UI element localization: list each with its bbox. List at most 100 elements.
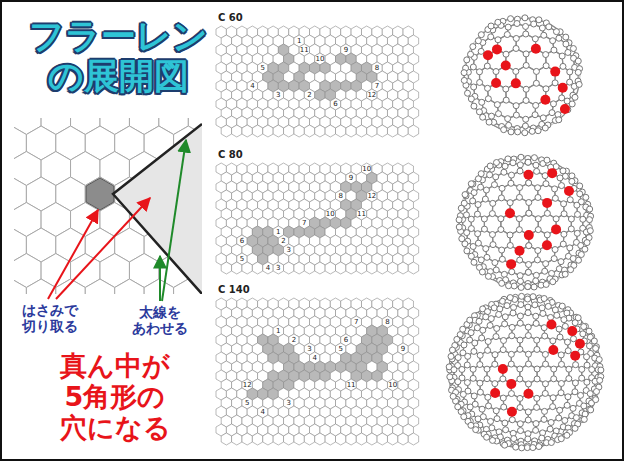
figure-line <box>113 124 202 294</box>
atom-dot <box>461 70 467 76</box>
atom-dot <box>513 45 519 51</box>
atom-dot <box>576 257 582 263</box>
atom-dot <box>489 232 495 238</box>
atom-dot <box>514 21 520 27</box>
figure-group <box>461 15 582 136</box>
figure-line <box>232 433 242 445</box>
atom-dot <box>561 231 567 237</box>
figure-line <box>273 125 283 137</box>
atom-dot <box>593 397 599 403</box>
cell-number: 10 <box>362 166 371 173</box>
atom-dot <box>487 322 493 328</box>
atom-dot <box>569 178 575 184</box>
atom-dot <box>455 355 461 361</box>
atom-dot <box>587 206 593 212</box>
atom-dot <box>518 154 524 160</box>
atom-dot <box>474 211 480 217</box>
atom-dot <box>513 68 519 74</box>
atom-dot <box>533 102 539 108</box>
atom-dot <box>589 367 595 373</box>
atom-dot <box>533 68 539 74</box>
cell-number: 2 <box>281 238 285 245</box>
atom-dot <box>471 393 477 399</box>
atom-dot <box>450 393 456 399</box>
atom-dot <box>525 159 531 165</box>
atom-dot <box>515 246 525 256</box>
atom-dot <box>476 318 482 324</box>
atom-dot <box>488 316 494 322</box>
atom-dot <box>556 117 562 123</box>
atom-dot <box>468 216 474 222</box>
atom-dot <box>464 380 470 386</box>
cell-number: 9 <box>344 47 348 54</box>
atom-dot <box>517 273 523 279</box>
figure-line <box>294 262 304 274</box>
atom-dot <box>503 86 509 92</box>
figure-line <box>315 433 325 445</box>
cell-number: 10 <box>315 56 324 63</box>
atom-dot <box>550 404 556 410</box>
atom-dot <box>552 195 558 201</box>
atom-dot <box>513 112 519 118</box>
atom-dot <box>500 395 506 401</box>
atom-dot <box>552 80 558 86</box>
atom-dot <box>458 205 464 211</box>
atom-dot <box>507 200 513 206</box>
atom-dot <box>526 180 532 186</box>
atom-dot <box>543 181 549 187</box>
atom-dot <box>493 334 499 340</box>
atom-dot <box>525 436 531 442</box>
figure-line <box>284 125 294 137</box>
atom-dot <box>468 51 474 57</box>
atom-dot <box>464 57 470 63</box>
atom-dot <box>571 336 577 342</box>
atom-dot <box>478 257 484 263</box>
atom-dot <box>485 338 491 344</box>
atom-dot <box>525 284 531 290</box>
cell-number: 10 <box>326 211 335 218</box>
atom-dot <box>541 32 547 38</box>
atom-dot <box>525 159 531 165</box>
atom-dot <box>501 169 507 175</box>
atom-dot <box>470 244 476 250</box>
cell-number: 12 <box>367 92 376 99</box>
figure-line <box>304 433 314 445</box>
atom-dot <box>561 211 567 217</box>
atom-dot <box>548 419 554 425</box>
atom-dot <box>513 444 519 450</box>
atom-dot <box>550 279 556 285</box>
atom-dot <box>465 353 471 359</box>
atom-dot <box>524 230 534 240</box>
atom-dot <box>550 338 556 344</box>
atom-dot <box>456 217 462 223</box>
atom-dot <box>502 321 508 327</box>
atom-dot <box>459 236 465 242</box>
instruction-note: 太線を あわせる <box>132 304 188 336</box>
atom-dot <box>517 257 523 263</box>
atom-dot <box>501 404 507 410</box>
figure-line <box>336 262 346 274</box>
atom-dot <box>569 101 575 107</box>
atom-dot <box>554 312 560 318</box>
atom-dot <box>493 69 499 75</box>
molecule-label: C 60 <box>218 12 243 23</box>
atom-dot <box>533 278 539 284</box>
atom-dot <box>541 325 547 331</box>
atom-dot <box>478 184 484 190</box>
atom-dot <box>563 34 569 40</box>
atom-dot <box>560 63 566 69</box>
atom-dot <box>468 330 474 336</box>
atom-dot <box>488 34 494 40</box>
atom-dot <box>546 24 552 30</box>
figure-line <box>56 198 150 299</box>
cell-number: 11 <box>347 382 356 389</box>
atom-dot <box>565 49 571 55</box>
atom-dot <box>544 157 550 163</box>
atom-dot <box>553 216 559 222</box>
atom-dot <box>475 38 481 44</box>
atom-dot <box>593 345 599 351</box>
figure-line <box>273 262 283 274</box>
molecule-label: C 140 <box>218 284 250 295</box>
cell-number: 1 <box>297 38 301 45</box>
atom-dot <box>498 216 504 222</box>
